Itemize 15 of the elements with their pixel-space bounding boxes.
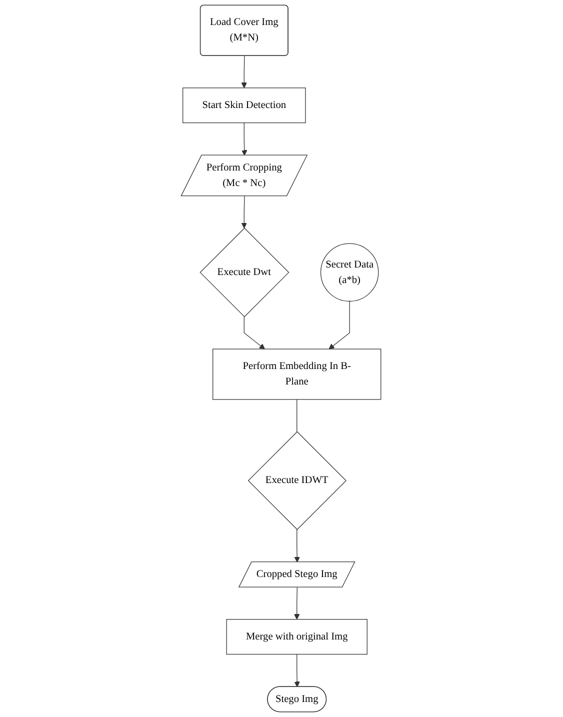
node-box: Start Skin Detection: [182, 88, 306, 124]
arrow: [294, 654, 300, 688]
node-box: Merge with original Img: [226, 619, 368, 655]
arrow: [242, 196, 248, 228]
node-box: Perform Embedding In B-Plane: [212, 348, 382, 400]
node-diamond: Execute Dwt: [200, 228, 290, 318]
arrow: [294, 587, 300, 620]
arrow: [329, 300, 350, 350]
connector: [297, 399, 298, 432]
arrow: [244, 316, 266, 350]
node-diamond: Execute IDWT: [248, 431, 347, 530]
node-circle: Secret Data (a*b): [320, 243, 380, 302]
arrow: [242, 56, 248, 88]
arrow: [294, 529, 300, 562]
arrow: [242, 122, 248, 156]
